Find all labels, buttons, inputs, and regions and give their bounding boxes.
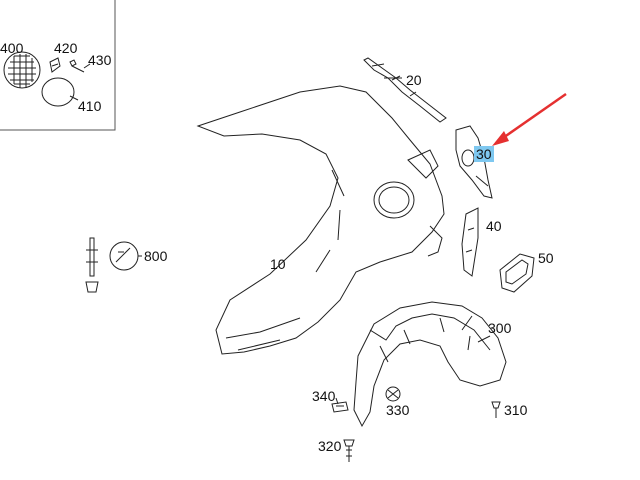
inset-frame (0, 0, 116, 131)
callout-310[interactable]: 310 (504, 402, 528, 418)
part-320-drawing (343, 439, 355, 462)
part-400-drawing (3, 51, 41, 89)
callout-430[interactable]: 430 (88, 52, 112, 68)
part-410-drawing (41, 77, 75, 107)
part-340-drawing (331, 397, 349, 413)
callout-400[interactable]: 400 (0, 40, 24, 56)
callout-340[interactable]: 340 (312, 388, 336, 404)
highlight-arrow (492, 92, 567, 146)
part-420-drawing (49, 57, 61, 73)
part-310-drawing (491, 401, 501, 418)
callout-800[interactable]: 800 (144, 248, 168, 264)
callout-50[interactable]: 50 (538, 250, 554, 266)
part-10-drawing (196, 85, 445, 355)
part-30-drawing (455, 125, 493, 199)
callout-40[interactable]: 40 (486, 218, 502, 234)
part-430-drawing (69, 59, 91, 73)
part-300-drawing (353, 301, 507, 428)
callout-30[interactable]: 30 (474, 146, 494, 162)
callout-10[interactable]: 10 (270, 256, 286, 272)
callout-320[interactable]: 320 (318, 438, 342, 454)
part-800-drawing (85, 237, 142, 293)
callout-330[interactable]: 330 (386, 402, 410, 418)
callout-410[interactable]: 410 (78, 98, 102, 114)
part-20-drawing (363, 57, 447, 123)
callout-420[interactable]: 420 (54, 40, 78, 56)
callout-300[interactable]: 300 (488, 320, 512, 336)
part-330-drawing (385, 386, 401, 402)
callout-20[interactable]: 20 (406, 72, 422, 88)
part-40-drawing (461, 207, 479, 277)
part-50-drawing (499, 253, 535, 293)
